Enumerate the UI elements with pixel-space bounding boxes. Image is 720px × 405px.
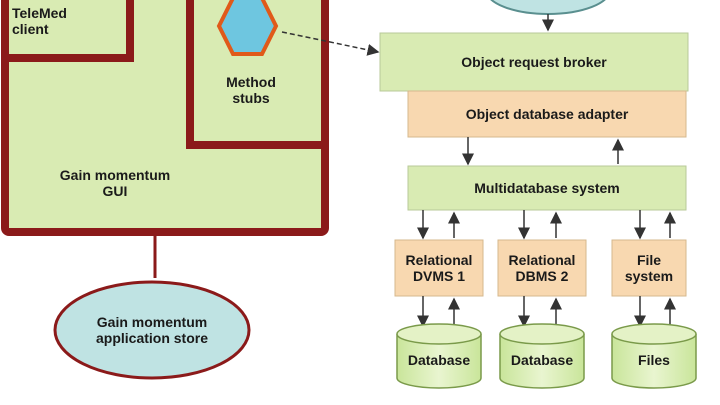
- method-stubs-hexagon: [216, 0, 279, 56]
- app-store-ellipse: [53, 280, 251, 380]
- db1-store-cylinder: [396, 323, 482, 389]
- gui-label: Gain momentum GUI: [59, 167, 171, 199]
- file-system-box: [611, 239, 687, 297]
- app-store-label: Gain momentum application store: [95, 314, 209, 346]
- file-store-label: Files: [638, 352, 670, 368]
- telemed-client-box: [1, 0, 134, 62]
- db1-system-box: [394, 239, 484, 297]
- adapter-box: [407, 90, 687, 138]
- multidb-box: [407, 165, 687, 211]
- db2-store-label: Database: [510, 352, 574, 368]
- top-ellipse: [490, 0, 606, 15]
- orb-box: [379, 32, 689, 92]
- db2-system-label: Relational DBMS 2: [508, 252, 576, 284]
- telemed-client-label: TeleMed client: [12, 5, 67, 37]
- file-store-cylinder: [611, 323, 697, 389]
- stubs-to-orb-arrow: [281, 31, 380, 56]
- method-stubs-label: Method stubs: [226, 74, 276, 106]
- db2-store-cylinder: [499, 323, 585, 389]
- file-system-label: File system: [624, 252, 674, 284]
- adapter-label: Object database adapter: [465, 106, 629, 122]
- db1-store-label: Database: [407, 352, 471, 368]
- db1-system-label: Relational DVMS 1: [405, 252, 473, 284]
- db2-system-box: [497, 239, 587, 297]
- multidb-label: Multidatabase system: [474, 180, 620, 196]
- orb-label: Object request broker: [461, 54, 607, 70]
